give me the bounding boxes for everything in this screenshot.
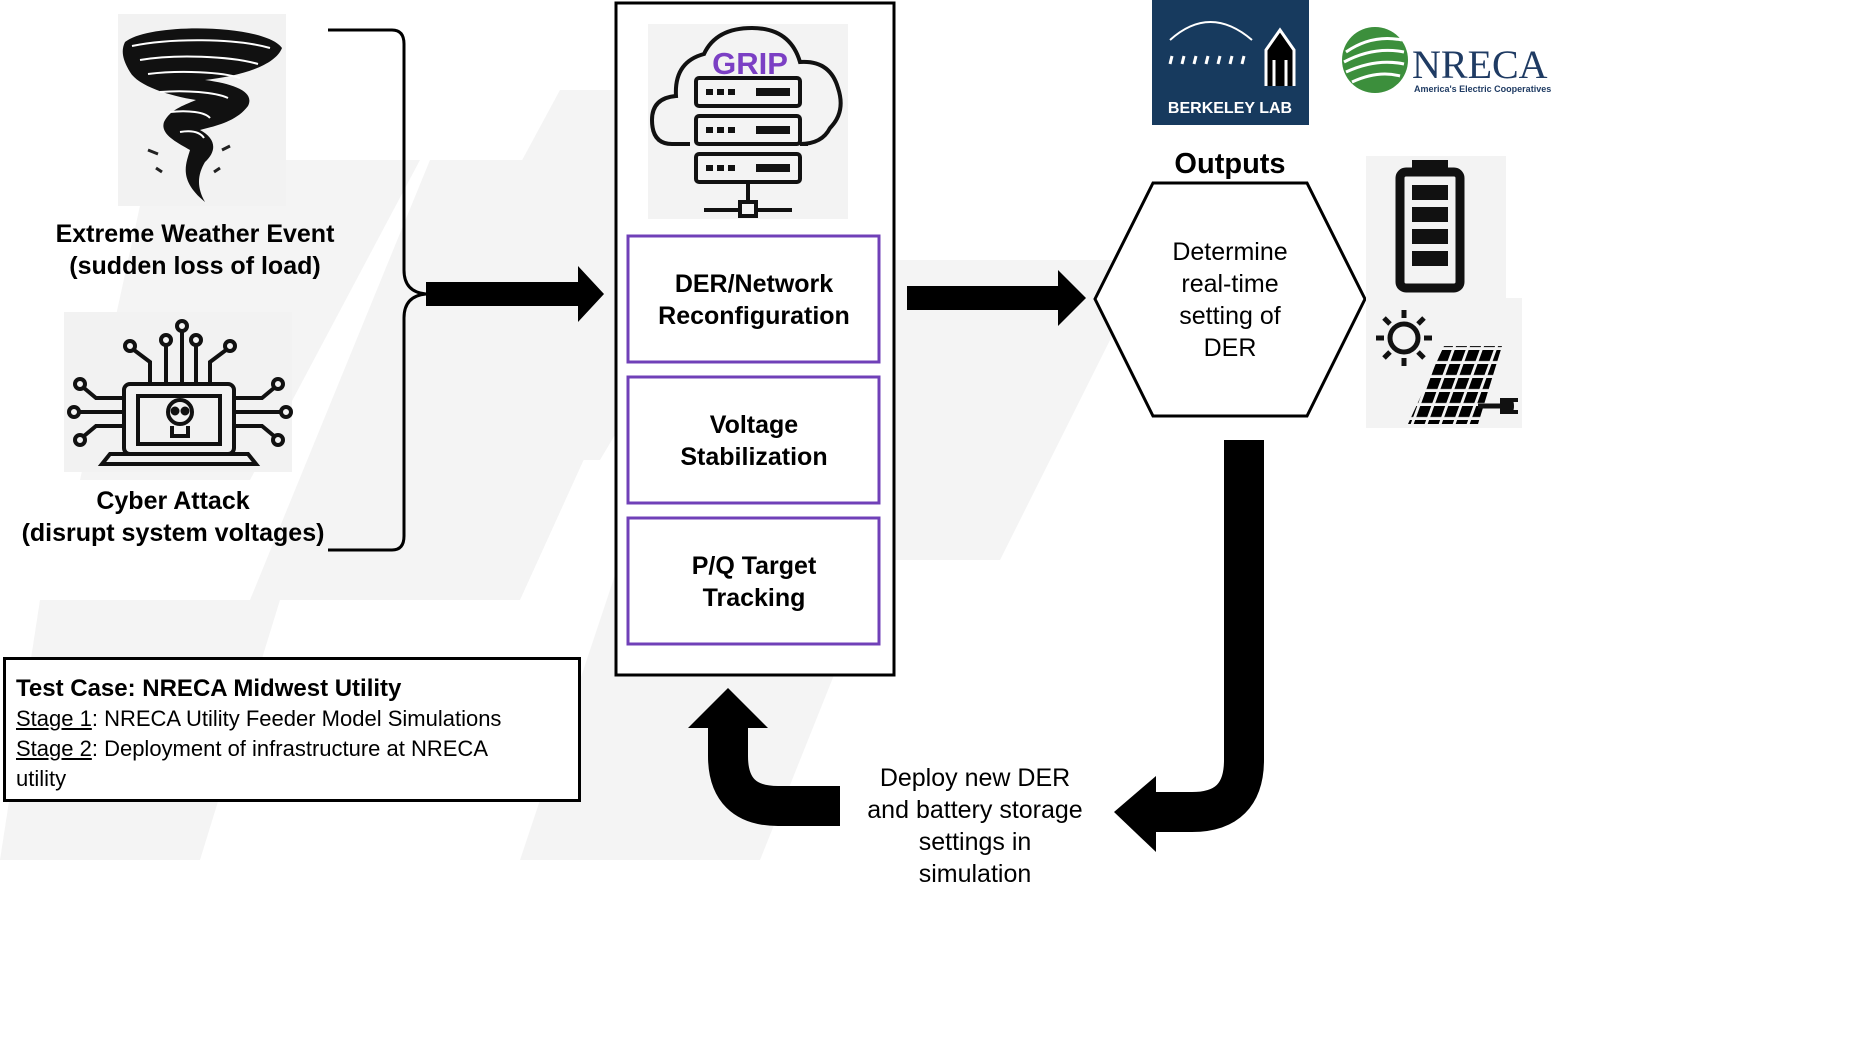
battery-icon [1366,156,1506,298]
test-case-stage-2-cont: utility [16,766,67,791]
module-box-1 [626,234,881,364]
module-label-2-line2: Stabilization [680,443,828,471]
diagram-canvas: BERKELEY LAB NRECA America's Electric Co… [0,0,1551,860]
input-arrow [426,266,604,322]
feedback-line-1: Deploy new DER [879,764,1071,792]
diagram-page: BERKELEY LAB NRECA America's Electric Co… [0,0,1551,890]
test-case-box: Test Case: NRECA Midwest Utility Stage 1… [3,657,581,802]
nreca-logo: NRECA America's Electric Cooperatives [1342,27,1551,94]
solar-panel-icon [1366,298,1522,428]
cloud-server-icon [648,24,848,219]
module-box-2 [626,375,881,505]
stage-1-text: : NRECA Utility Feeder Model Simulations [91,706,502,731]
module-label-3-line1: P/Q Target [691,552,817,580]
feedback-line-2: and battery storage [867,796,1083,824]
berkeley-lab-logo: BERKELEY LAB [1152,0,1309,125]
berkeley-lab-logo-text: BERKELEY LAB [1168,100,1292,117]
stage-2-text: : Deployment of infrastructure at NRECA [91,736,488,761]
weather-label-line1: Extreme Weather Event [55,220,335,248]
hexagon-line-3: setting of [1179,302,1281,330]
nreca-tagline: America's Electric Cooperatives [1414,84,1551,94]
weather-label: Extreme Weather Event (sudden loss of lo… [30,218,360,282]
module-label-3: P/Q Target Tracking [630,550,878,614]
cyber-label-line1: Cyber Attack [96,487,250,515]
module-label-2-line1: Voltage [709,411,799,439]
feedback-text: Deploy new DER and battery storage setti… [850,762,1100,890]
module-label-1-line2: Reconfiguration [658,302,850,330]
down-arrow-head [1114,776,1156,852]
module-label-3-line2: Tracking [702,584,806,612]
feedback-line-3: settings in [918,828,1032,856]
tornado-icon [118,14,286,206]
down-arrow [1152,440,1264,832]
nreca-logo-text: NRECA [1412,42,1548,87]
hacked-laptop-icon [64,312,293,472]
hexagon-text: Determine real-time setting of DER [1140,236,1320,364]
feedback-arrow-head [688,688,768,728]
weather-label-line2: (sudden loss of load) [69,252,321,280]
hexagon-line-4: DER [1203,334,1257,362]
outputs-heading: Outputs [1174,148,1286,180]
sun-icon [1376,310,1432,366]
output-hexagon [1093,181,1367,418]
hexagon-line-2: real-time [1181,270,1279,298]
module-label-1-line1: DER/Network [674,270,834,298]
feedback-line-4: simulation [918,860,1032,888]
grip-label: GRIP [712,46,788,81]
stage-2-label: Stage 2 [16,736,92,761]
test-case-title: Test Case: NRECA Midwest Utility [16,675,402,702]
test-case-stage-1: Stage 1: NRECA Utility Feeder Model Simu… [6,704,578,734]
stage-1-label: Stage 1 [16,706,92,731]
feedback-arrow [708,728,840,826]
module-label-2: Voltage Stabilization [630,409,878,473]
output-arrow [907,270,1086,326]
module-label-1: DER/Network Reconfiguration [630,268,878,332]
cyber-label-line2: (disrupt system voltages) [21,519,325,547]
hexagon-line-1: Determine [1172,238,1288,266]
test-case-stage-2: Stage 2: Deployment of infrastructure at… [6,734,578,764]
module-box-3 [626,516,881,646]
cyber-label: Cyber Attack (disrupt system voltages) [0,485,346,549]
